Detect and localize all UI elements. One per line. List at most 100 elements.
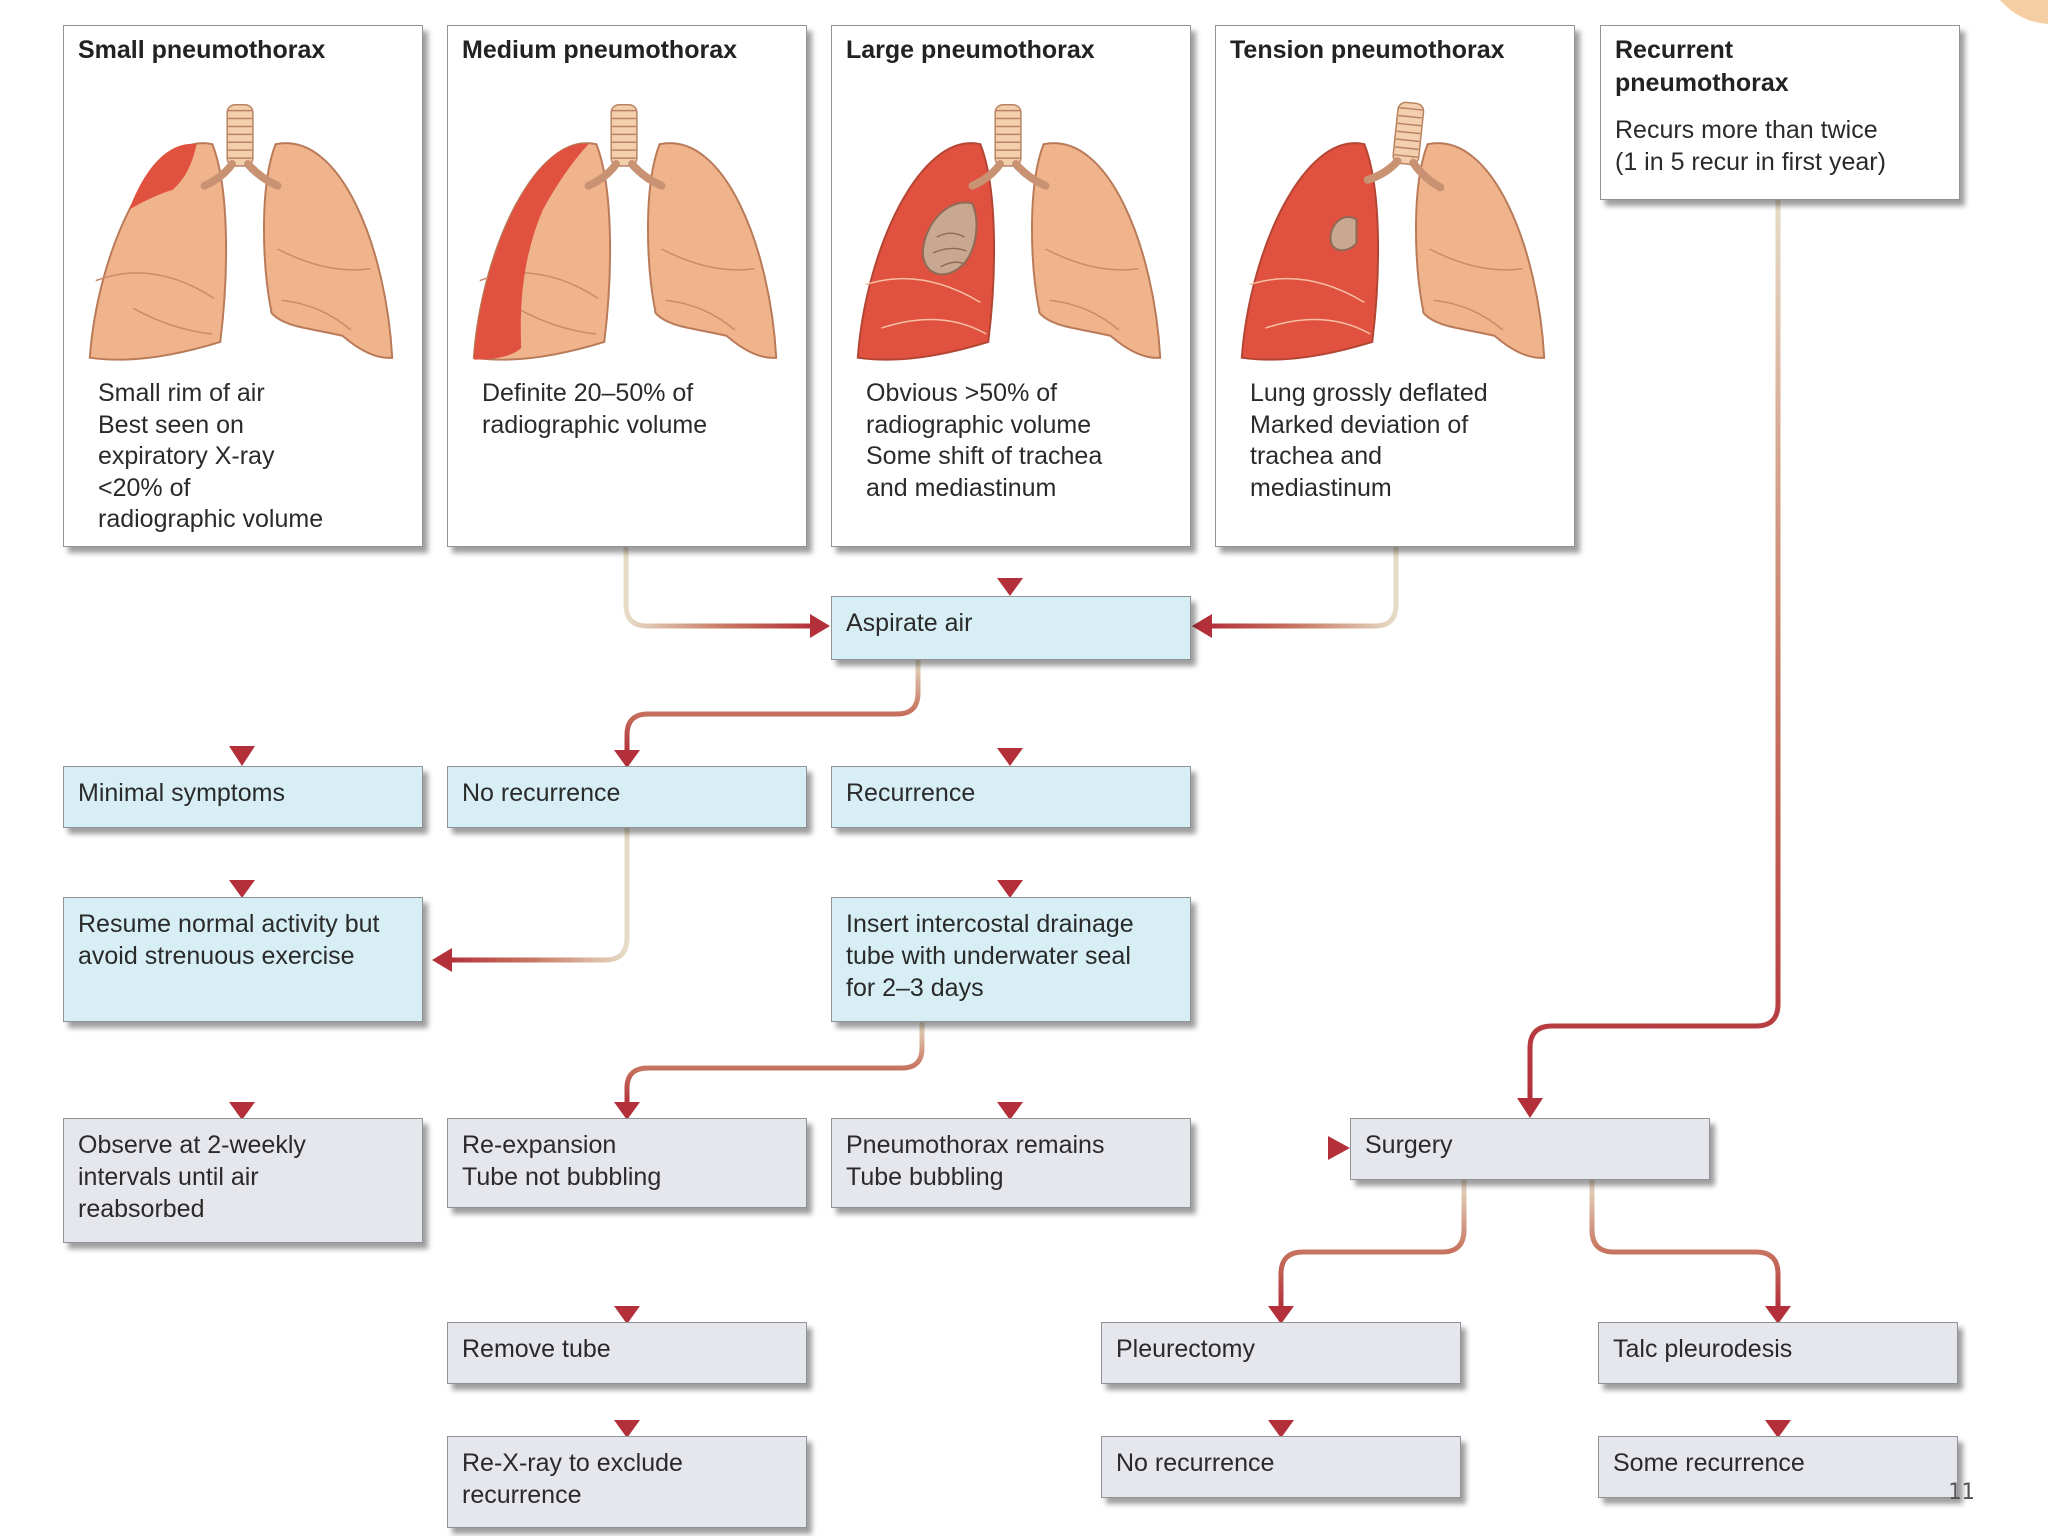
card-description: Small rim of air Best seen on expiratory… (98, 378, 412, 536)
node-talc-pleurodesis: Talc pleurodesis (1598, 1322, 1958, 1384)
node-label: Some recurrence (1613, 1449, 1805, 1477)
conn-recurrent-to-surgery (1527, 197, 1781, 1103)
desc-line: mediastinum (1250, 473, 1392, 502)
node-line: Re-X-ray to exclude (462, 1449, 683, 1477)
conn-medium-to-aspirate (623, 545, 815, 629)
node-label: No recurrence (1116, 1449, 1275, 1477)
arrowhead (810, 614, 830, 638)
desc-line: radiographic volume (482, 410, 708, 439)
arrowhead (1765, 1306, 1791, 1324)
arrowhead (997, 880, 1023, 898)
node-aspirate-air: Aspirate air (831, 596, 1191, 660)
node-line: Tube bubbling (846, 1163, 1004, 1191)
arrowhead (1765, 1420, 1791, 1438)
desc-line: Recurs more than twice (1615, 116, 1878, 144)
desc-line: and mediastinum (866, 473, 1057, 502)
card-title: pneumothorax (1615, 69, 1789, 97)
arrowhead (997, 1102, 1023, 1120)
node-surgery: Surgery (1350, 1118, 1710, 1180)
arrowhead (432, 948, 452, 972)
node-line: intervals until air (78, 1163, 259, 1191)
page-number: 11 (1948, 1480, 1975, 1505)
node-label: Pleurectomy (1116, 1335, 1255, 1363)
node-line: Insert intercostal drainage (846, 910, 1134, 938)
node-remove-tube: Remove tube (447, 1322, 807, 1384)
lung-illustration (842, 94, 1178, 404)
conn-tension-to-aspirate (1207, 545, 1399, 629)
node-line: reabsorbed (78, 1195, 205, 1223)
desc-line: Marked deviation of (1250, 410, 1469, 439)
card-description: Obvious >50% of radiographic volume Some… (866, 378, 1180, 504)
card-tension-pneumothorax: Tension pneumothorax Lung grossly deflat… (1215, 25, 1575, 547)
lungs-drawing (1240, 101, 1546, 361)
arrowhead (1268, 1306, 1294, 1324)
conn-aspirate-to-no-recurrence (624, 657, 921, 755)
conn-no-recurrence-to-resume (447, 825, 630, 963)
corner-accent-shape (2000, 0, 2048, 24)
node-label: Minimal symptoms (78, 779, 285, 807)
node-label: No recurrence (462, 779, 621, 807)
conn-surgery-to-pleurectomy (1278, 1177, 1467, 1311)
desc-line: radiographic volume (98, 505, 324, 533)
arrowhead (229, 1102, 255, 1120)
node-pneumothorax-remains: Pneumothorax remains Tube bubbling (831, 1118, 1191, 1208)
arrowhead (997, 578, 1023, 596)
arrowhead (614, 1102, 640, 1120)
arrowhead (614, 1420, 640, 1438)
node-line: recurrence (462, 1481, 582, 1509)
node-label: Remove tube (462, 1335, 611, 1363)
card-title: Small pneumothorax (78, 36, 326, 64)
desc-line: (1 in 5 recur in first year) (1615, 148, 1886, 176)
arrowhead (229, 746, 255, 766)
arrowhead (997, 748, 1023, 766)
node-line: Re-expansion (462, 1131, 617, 1159)
node-line: Pneumothorax remains (846, 1131, 1105, 1159)
card-recurrent-pneumothorax: Recurrent pneumothorax Recurs more than … (1600, 25, 1960, 200)
lungs-drawing (472, 103, 778, 361)
desc-line: Definite 20–50% of (482, 379, 694, 407)
lung-illustration (1226, 94, 1562, 404)
node-re-x-ray: Re-X-ray to exclude recurrence (447, 1436, 807, 1528)
node-re-expansion: Re-expansion Tube not bubbling (447, 1118, 807, 1208)
node-pleurectomy: Pleurectomy (1101, 1322, 1461, 1384)
card-title: Tension pneumothorax (1230, 36, 1505, 64)
lungs-drawing (856, 103, 1162, 361)
node-some-recurrence: Some recurrence (1598, 1436, 1958, 1498)
node-label: Recurrence (846, 779, 976, 807)
node-observe: Observe at 2-weekly intervals until air … (63, 1118, 423, 1243)
arrowhead (229, 880, 255, 898)
node-line: Tube not bubbling (462, 1163, 662, 1191)
node-no-recurrence-after-pleurectomy: No recurrence (1101, 1436, 1461, 1498)
desc-line: Best seen on (98, 410, 244, 439)
card-small-pneumothorax: Small pneumothorax Small rim of air Best… (63, 25, 423, 547)
lung-illustration (458, 94, 794, 404)
arrowhead (1328, 1136, 1350, 1160)
card-large-pneumothorax: Large pneumothorax Obvious >50% of radio… (831, 25, 1191, 547)
node-line: avoid strenuous exercise (78, 942, 355, 970)
desc-line: Obvious >50% of (866, 379, 1058, 407)
node-no-recurrence-after-aspiration: No recurrence (447, 766, 807, 828)
desc-line: trachea and (1250, 442, 1383, 470)
node-minimal-symptoms: Minimal symptoms (63, 766, 423, 828)
desc-line: Some shift of trachea (866, 442, 1103, 470)
node-insert-drainage-tube: Insert intercostal drainage tube with un… (831, 897, 1191, 1022)
card-description: Lung grossly deflated Marked deviation o… (1250, 378, 1564, 504)
node-label: Talc pleurodesis (1613, 1335, 1793, 1363)
lungs-drawing (88, 103, 394, 361)
lung-illustration (74, 94, 410, 404)
arrowhead (614, 1306, 640, 1324)
desc-line: Lung grossly deflated (1250, 379, 1488, 407)
node-line: Observe at 2-weekly (78, 1131, 306, 1159)
node-line: tube with underwater seal (846, 942, 1131, 970)
arrowhead (1517, 1098, 1543, 1118)
card-title: Recurrent (1615, 36, 1734, 64)
desc-line: Small rim of air (98, 379, 265, 407)
card-description: Definite 20–50% of radiographic volume (482, 378, 796, 441)
node-label: Aspirate air (846, 609, 973, 637)
node-recurrence: Recurrence (831, 766, 1191, 828)
node-label: Surgery (1365, 1131, 1453, 1159)
node-line: for 2–3 days (846, 974, 984, 1002)
conn-insert-to-reexpansion (624, 1019, 925, 1107)
